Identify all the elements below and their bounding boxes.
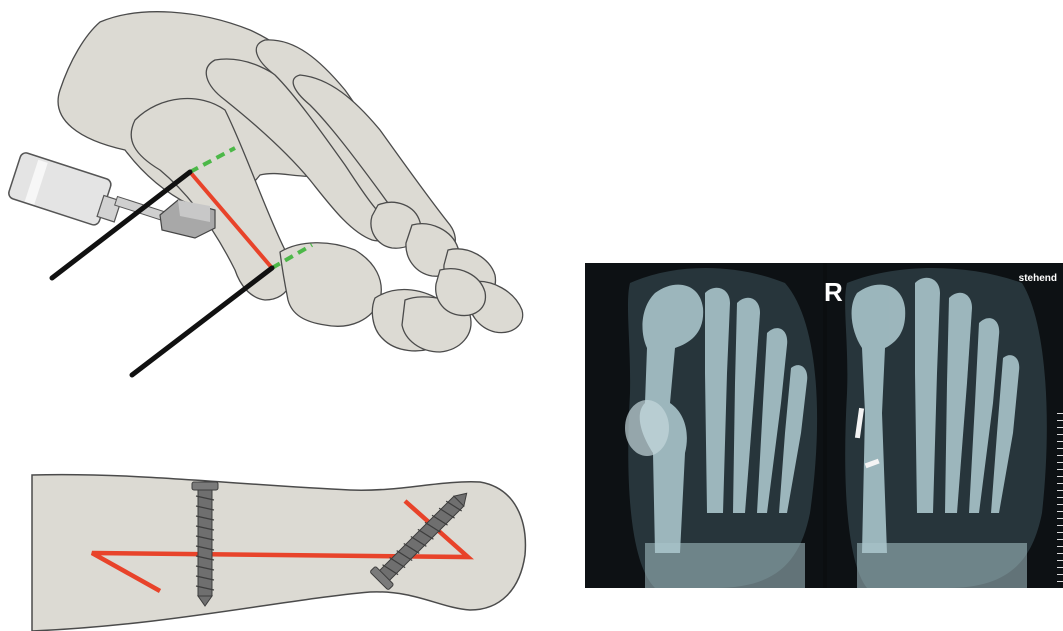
first-proximal-phalanx [280, 243, 381, 327]
side-marker-label: R [824, 277, 843, 308]
measurement-ruler [1057, 413, 1063, 583]
xray-comparison-panel: R stehend [585, 263, 1063, 588]
k-wire-icon [132, 268, 272, 375]
foot-osteotomy-illustration [0, 0, 540, 390]
xray-preoperative [585, 263, 823, 588]
metatarsal-fixation-illustration [20, 460, 530, 631]
position-label: stehend [1019, 273, 1057, 284]
xray-postoperative [827, 263, 1063, 588]
